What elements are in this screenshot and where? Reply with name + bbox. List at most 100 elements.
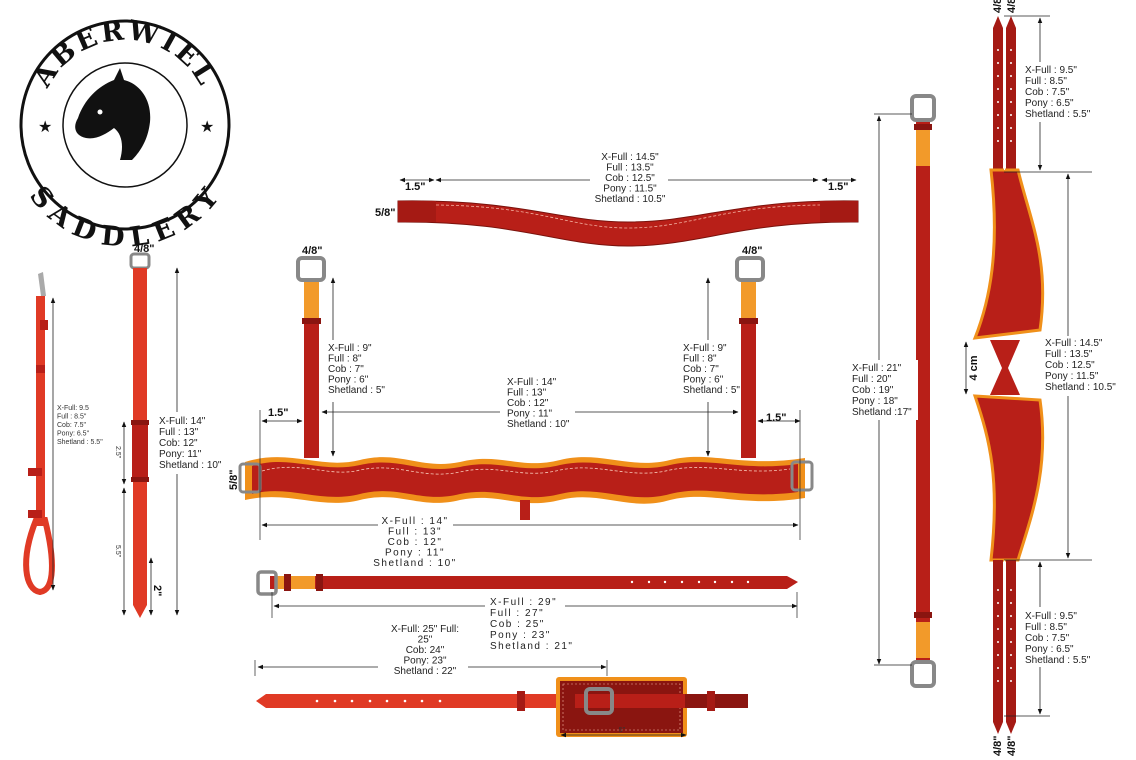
buckle-icon [296,256,326,282]
size-line: X-Full : 14.5" [1045,338,1103,349]
size-line: 25" [418,635,433,646]
size-line: Full : 13" [507,388,547,399]
size-list: X-Full: 25" Full:25"Cob: 24"Pony: 23"She… [391,624,459,677]
size-line: Cob : 7" [328,364,364,375]
size-line: X-Full: 14" [159,416,206,427]
browband: 1.5" 1.5" 5/8" X-Full : 14.5"Full : 13.5… [375,150,859,247]
buckle-icon [910,660,936,688]
size-line: Pony : 11.5" [1045,371,1099,382]
size-line: Cob : 7" [683,364,719,375]
lower-length-label: 5.5" [114,545,121,558]
size-line: Shetland : 10" [507,419,570,430]
logo-inner-ring [62,62,188,188]
buckle-icon [584,687,614,715]
size-line: Cob : 19" [852,385,894,396]
size-line: Cob : 7.5" [1025,633,1070,644]
size-line: X-Full : 14.5" [601,152,659,163]
gap-label: 4 cm [968,355,980,380]
size-line: Pony : 6" [328,375,369,386]
girth: X-Full : 9.5"Full : 8.5"Cob : 7.5"Pony :… [963,0,1122,756]
ring-icon [790,460,814,492]
buckle-icon [910,94,936,122]
size-line: Cob : 12" [388,537,443,548]
size-line: X-Full : 9.5" [1025,65,1077,76]
cheek-strap: 4/8" X-Full: 14"Full : 13"Cob: 12"Pony: … [114,243,226,618]
size-line: Pony : 11" [507,409,553,420]
size-list: X-Full : 14"Full : 13"Cob : 12"Pony : 11… [507,377,570,430]
long-strap: X-Full : 21"Full : 20"Cob : 19"Pony : 18… [850,94,936,688]
size-line: Shetland : 5.5" [1025,655,1091,666]
keeper-length-label: 2.5" [114,446,121,459]
size-list: X-Full : 14"Full : 13"Cob : 12"Pony : 11… [373,516,455,569]
size-line: Shetland :17" [852,407,912,418]
size-line: Pony : 11.5" [603,184,657,195]
size-line: X-Full : 21" [852,363,902,374]
star-icon: ★ [38,119,52,136]
size-line: Pony : 23" [490,630,551,641]
size-line: X-Full : 29" [490,597,557,608]
size-line: Pony: 23" [403,656,446,667]
buckle-icon [735,256,765,282]
size-list: X-Full: 14"Full : 13"Cob: 12"Pony: 11"Sh… [159,416,222,471]
size-line: Pony : 18" [852,396,898,407]
size-line: Pony : 6" [683,375,724,386]
size-line: Shetland : 5" [328,385,385,396]
size-line: Full : 8.5" [57,414,87,421]
left-strap-width-label: 4/8" [302,245,323,257]
size-line: Full : 13" [388,527,442,538]
size-line: Cob: 12" [159,438,198,449]
size-line: Cob : 12.5" [605,173,655,184]
buckle-icon [256,570,278,596]
browband-left-end-label: 1.5" [405,181,426,193]
size-line: X-Full: 9.5 [57,405,89,412]
size-line: Cob: 7.5" [57,422,86,429]
star-icon: ★ [200,119,214,136]
size-line: Full : 8" [328,354,362,365]
logo: ABERWIEL SADDLERY ★ ★ [19,15,231,254]
size-line: Shetland : 5" [683,385,740,396]
size-line: X-Full : 14" [381,516,448,527]
horse-head-icon [75,68,151,160]
size-line: Cob : 25" [490,619,545,630]
size-list: X-Full : 9"Full : 8"Cob : 7"Pony : 6"She… [683,343,740,396]
size-line: Full : 13.5" [606,163,654,174]
cheek-strap-width-label: 4/8" [134,243,155,255]
noseband-width-label: 5/8" [228,469,240,490]
size-line: Full : 13.5" [1045,349,1093,360]
size-line: Full : 20" [852,374,892,385]
size-line: Full : 27" [490,608,544,619]
size-line: Shetland : 10.5" [595,194,666,205]
browband-sizes: X-Full : 14.5"Full : 13.5"Cob : 12.5"Pon… [595,152,666,205]
size-line: Shetland : 10" [159,460,222,471]
size-line: Cob : 12" [507,398,549,409]
size-line: Cob: 24" [406,645,445,656]
size-line: Pony : 6.5" [1025,98,1074,109]
noseband: 4/8" 4/8" 1.5" 1.5" 5/8" X-Full : 9"Full… [228,245,814,573]
top-width-a-label: 4/8" [992,0,1004,13]
browband-right-end-label: 1.5" [828,181,849,193]
right-offset-label: 1.5" [766,412,787,424]
size-line: Full : 8" [683,354,717,365]
buckle-icon [129,252,151,270]
size-line: Pony : 6.5" [1025,644,1074,655]
size-list: X-Full : 9"Full : 8"Cob : 7"Pony : 6"She… [328,343,385,396]
tip-length-label: 2" [151,585,163,596]
size-line: X-Full : 9.5" [1025,611,1077,622]
size-line: Shetland : 10.5" [1045,382,1116,393]
browband-width-label: 5/8" [375,207,396,219]
pad-length-label: 5" [619,727,626,734]
padded-strap: X-Full: 25" Full:25"Cob: 24"Pony: 23"She… [254,622,748,738]
size-line: Pony: 6.5" [57,431,90,438]
top-width-b-label: 4/8" [1006,0,1018,13]
size-line: Pony : 11" [385,548,445,559]
size-list: X-Full : 9.5"Full : 8.5"Cob : 7.5"Pony :… [1025,611,1091,666]
size-line: Cob : 12.5" [1045,360,1095,371]
size-list: X-Full : 9.5"Full : 8.5"Cob : 7.5"Pony :… [1025,65,1091,120]
size-line: Shetland : 21" [490,641,574,652]
belt-strap: X-Full : 29"Full : 27"Cob : 25"Pony : 23… [256,570,798,654]
right-strap-width-label: 4/8" [742,245,763,257]
size-list: X-Full : 14.5"Full : 13.5"Cob : 12.5"Pon… [1045,338,1116,393]
